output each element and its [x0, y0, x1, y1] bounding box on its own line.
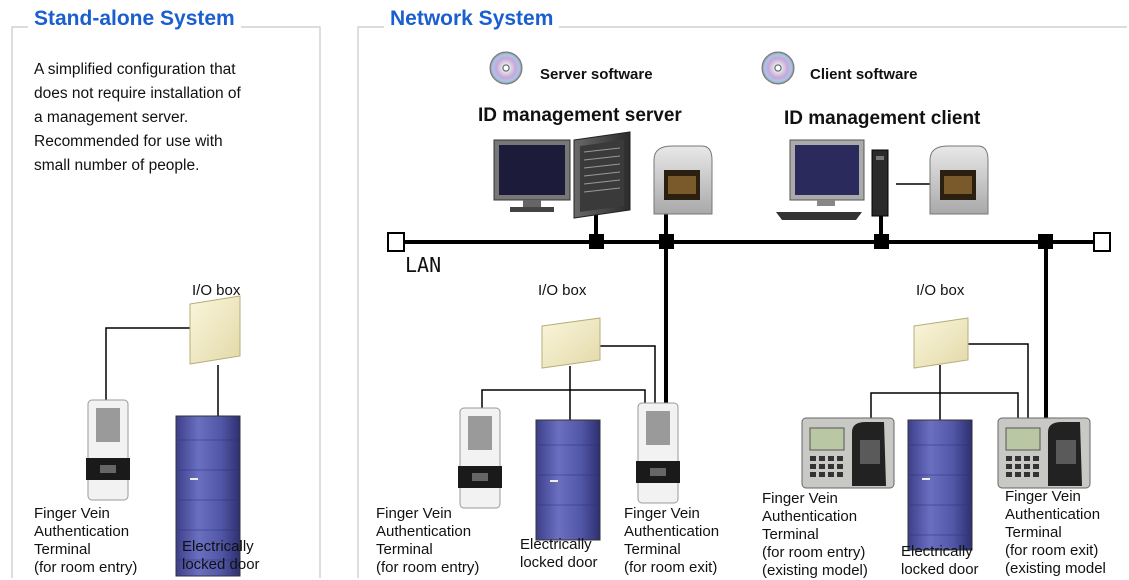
client-monitor-icon [776, 139, 865, 220]
client-scanner-icon [929, 145, 989, 215]
finger-vein-terminal-standalone [86, 399, 130, 501]
terminal-label-standalone: Finger Vein Authentication Terminal (for… [34, 505, 138, 576]
door-label-left: Electrically locked door [520, 536, 598, 571]
io-box-network-right [913, 317, 969, 369]
server-software-label: Server software [540, 66, 653, 83]
existing-terminal-exit [997, 417, 1091, 489]
network-title: Network System [384, 7, 560, 31]
cd-icon-server [489, 51, 523, 85]
io-box-label-right: I/O box [916, 282, 965, 299]
electric-door-network-left [535, 419, 601, 541]
door-label-standalone: Electrically locked door [182, 538, 260, 573]
exit-terminal-label: Finger Vein Authentication Terminal (for… [624, 505, 720, 576]
electric-door-network-right [907, 419, 973, 551]
existing-terminal-entry [801, 417, 895, 489]
lan-label: LAN [405, 253, 442, 277]
finger-vein-terminal-entry [458, 407, 502, 509]
client-software-label: Client software [810, 66, 918, 83]
standalone-description: A simplified configuration that does not… [34, 61, 241, 174]
server-label: ID management server [478, 105, 682, 126]
door-label-right: Electrically locked door [901, 543, 979, 578]
existing-exit-label: Finger Vein Authentication Terminal (for… [1005, 488, 1106, 577]
lan-line [387, 210, 1111, 418]
io-box-standalone [189, 295, 241, 365]
server-monitor-icon [493, 139, 571, 212]
standalone-title: Stand-alone System [28, 7, 241, 31]
io-box-network-left [541, 317, 601, 369]
server-tower-icon [573, 131, 631, 219]
finger-vein-terminal-exit [636, 402, 680, 504]
cd-icon-client [761, 51, 795, 85]
entry-terminal-label: Finger Vein Authentication Terminal (for… [376, 505, 480, 576]
server-scanner-icon [653, 145, 713, 215]
electric-door-standalone [175, 415, 241, 577]
existing-entry-label: Finger Vein Authentication Terminal (for… [762, 490, 868, 579]
network-frame [357, 26, 1127, 578]
io-box-label-left: I/O box [538, 282, 587, 299]
standalone-wiring [105, 327, 219, 420]
client-tower-icon [871, 149, 889, 217]
io-box-label-standalone: I/O box [192, 282, 241, 299]
client-label: ID management client [784, 108, 981, 129]
